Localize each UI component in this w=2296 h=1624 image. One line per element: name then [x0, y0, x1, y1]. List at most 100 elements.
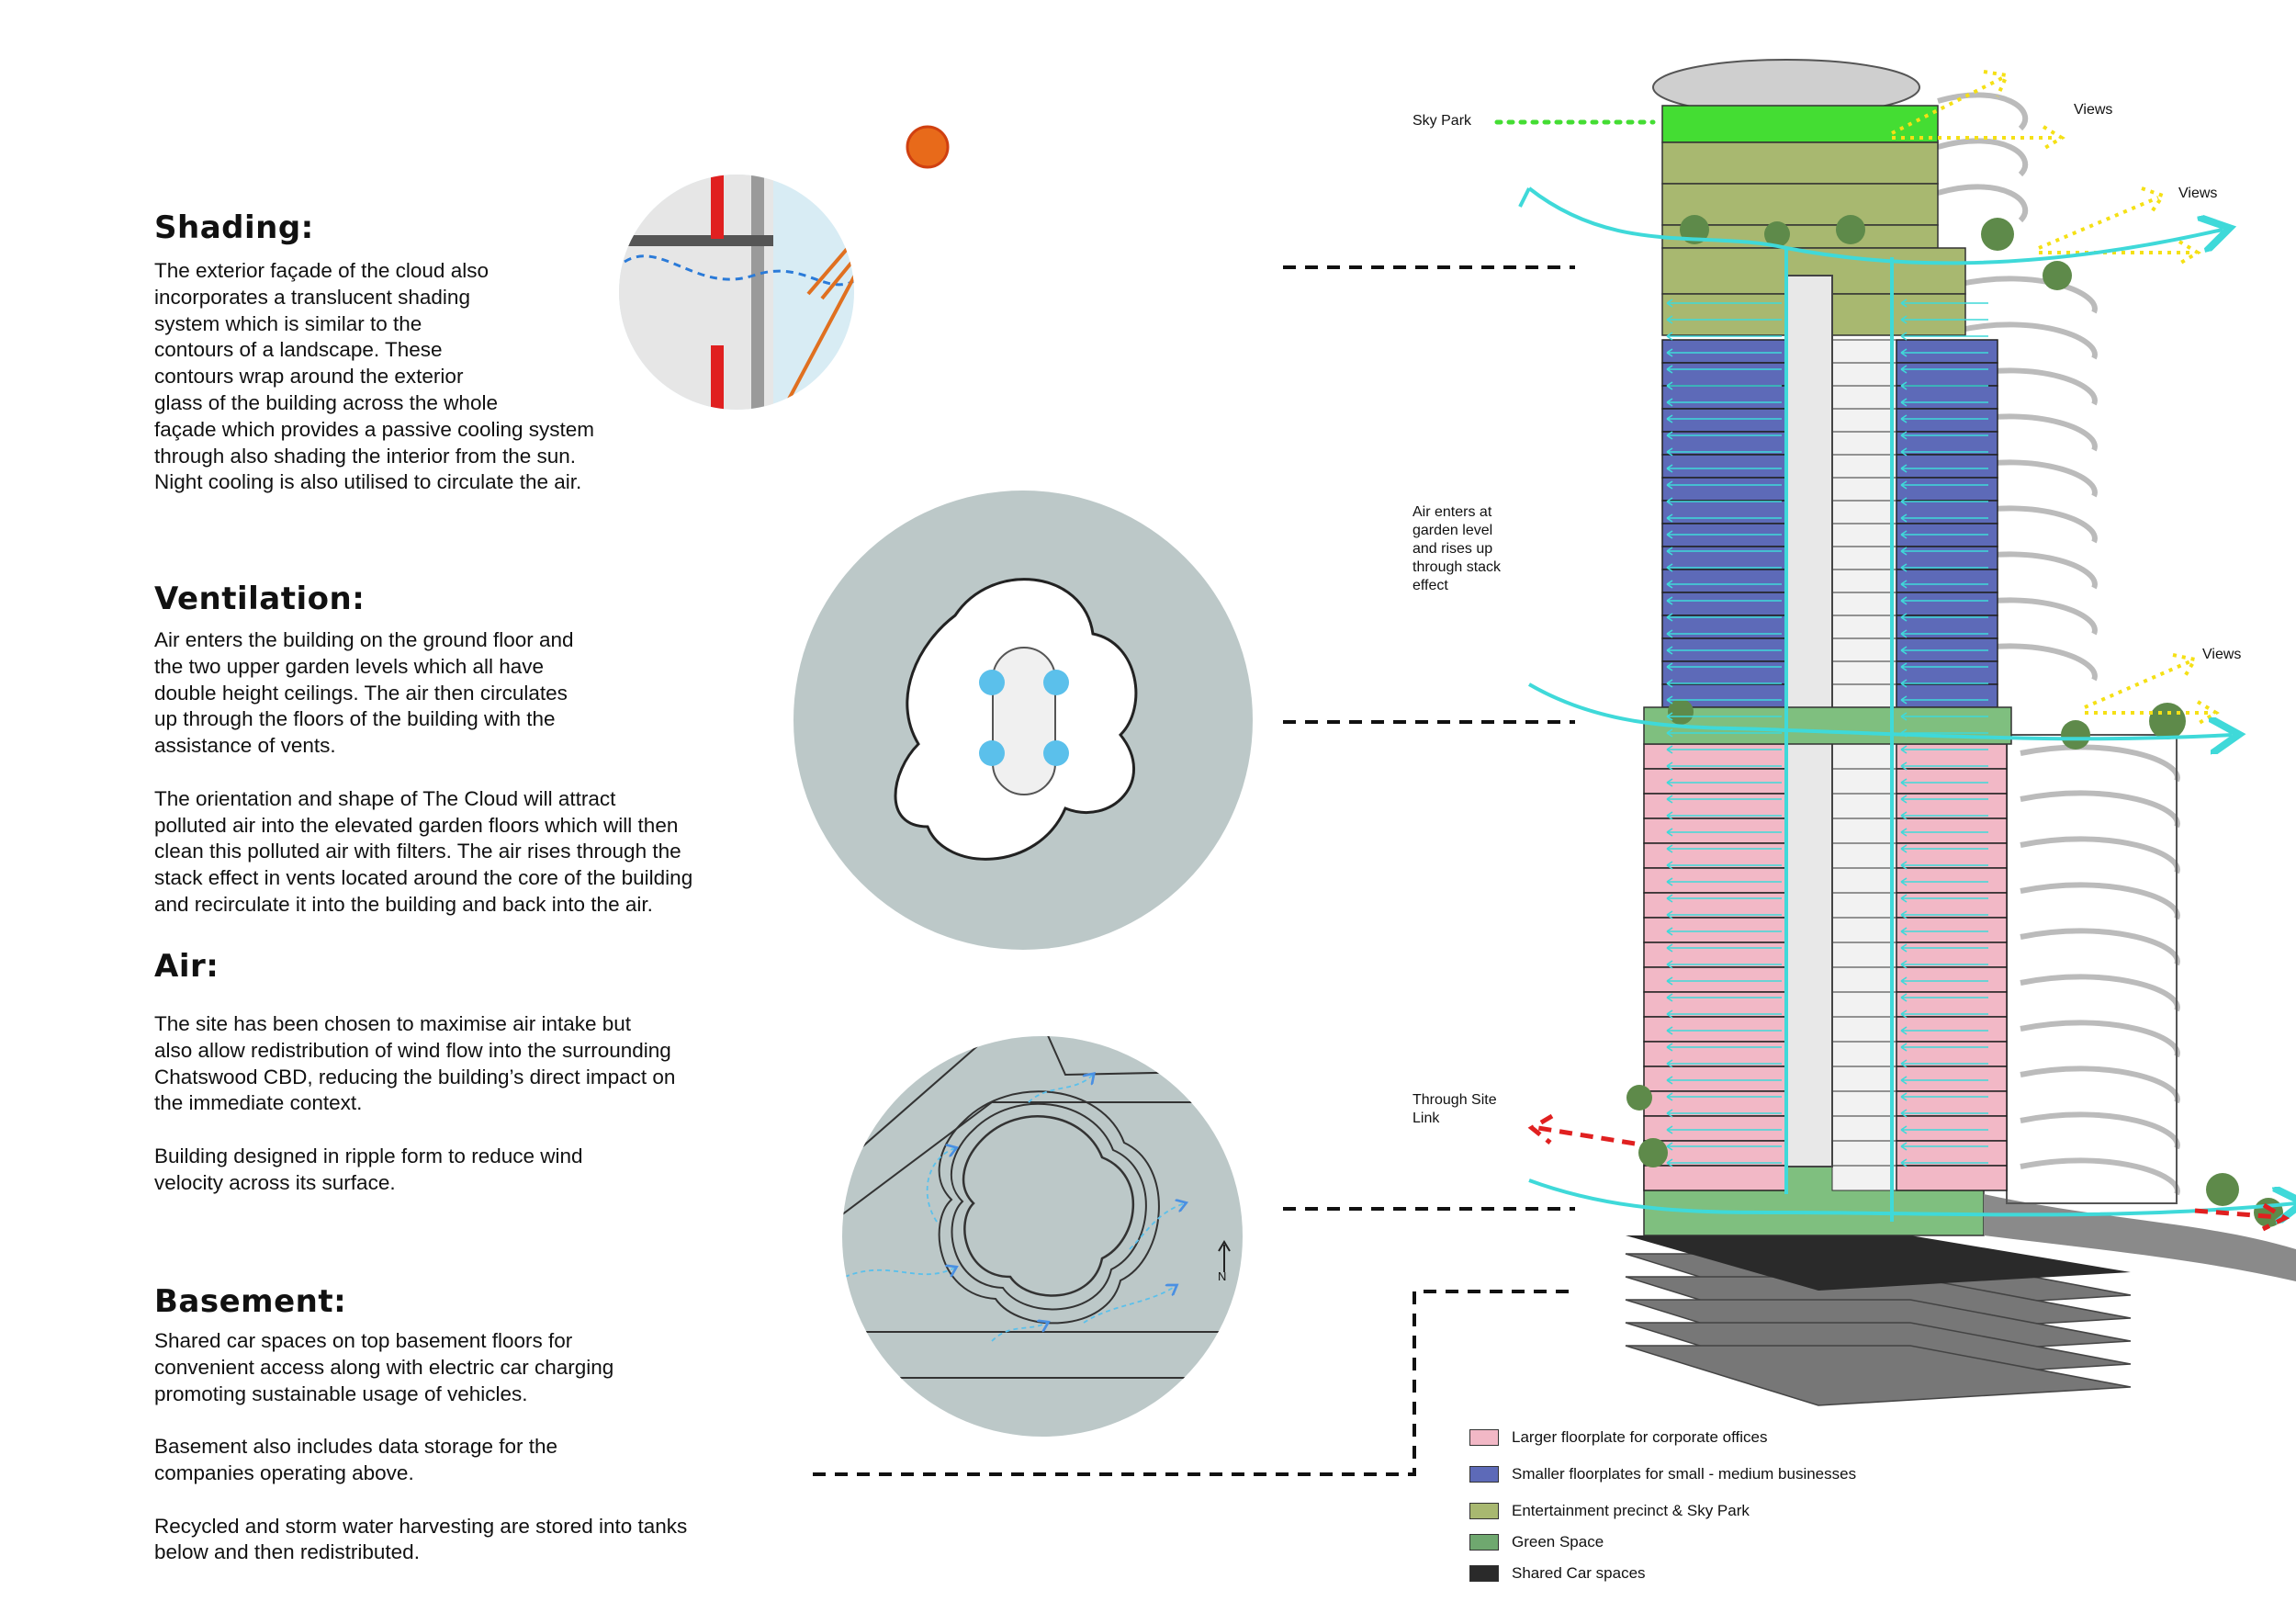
vent-arrow: [1666, 877, 1782, 886]
vent-arrow: [1900, 398, 1988, 407]
legend-label-green-space: Green Space: [1512, 1533, 1604, 1551]
vent-arrow: [1666, 348, 1782, 357]
building-section: [1625, 59, 2296, 1406]
vent-arrow: [1900, 761, 1988, 771]
vent-arrow: [1900, 315, 1988, 324]
floor-core-side: [1831, 546, 1897, 570]
floor-left: [1643, 991, 1787, 1018]
vent-arrow: [1666, 381, 1782, 390]
floor-right: [1896, 1041, 2008, 1067]
vent-arrow: [1900, 480, 1988, 490]
floor-core-side: [1831, 966, 1897, 993]
legend-swatch-green-space: [1469, 1534, 1499, 1551]
vent-arrow: [1900, 596, 1988, 605]
shading-title: Shading:: [154, 209, 314, 246]
floor-right: [1896, 546, 1998, 570]
floor-core-side: [1831, 892, 1897, 919]
views-label-top: Views: [2074, 102, 2113, 118]
floor-left: [1643, 867, 1787, 894]
floor-right: [1896, 917, 2008, 943]
vent-arrow: [1900, 447, 1988, 457]
floor-right: [1896, 793, 2008, 819]
vent-arrow: [1900, 613, 1988, 622]
floor-right: [1896, 867, 2008, 894]
vent-arrow: [1900, 795, 1988, 804]
floor-core-side: [1831, 523, 1897, 547]
vent-arrow: [1666, 811, 1782, 820]
vent-arrow: [1900, 464, 1988, 473]
air-title: Air:: [154, 948, 219, 985]
legend: Larger floorplate for corporate offices …: [1469, 1422, 1856, 1589]
vent-arrow: [1666, 861, 1782, 870]
floor-right: [1896, 569, 1998, 593]
floor-left: [1661, 385, 1787, 410]
vent-arrow: [1900, 960, 1988, 969]
vent-arrow: [1666, 547, 1782, 556]
north-arrow-icon: [1218, 1240, 1231, 1252]
vent-arrow: [1666, 761, 1782, 771]
vent-arrow: [1900, 1009, 1988, 1019]
through-site-link-arrows: [1527, 1113, 2290, 1232]
vent-arrow: [1666, 1142, 1782, 1151]
vent-arrow: [1900, 778, 1988, 787]
vent-arrow: [1666, 1043, 1782, 1052]
vent-arrow: [1666, 728, 1782, 738]
floor-right: [1896, 1090, 2008, 1117]
floor-core-side: [1831, 637, 1897, 662]
floor-left: [1661, 546, 1787, 570]
vent-arrow: [1900, 679, 1988, 688]
vent-arrow: [1666, 315, 1782, 324]
ventilation-plan-circle: [793, 491, 1253, 950]
shading-body: The exterior façade of the cloud also in…: [154, 259, 594, 494]
vent-arrow: [1666, 431, 1782, 440]
floor-right: [1896, 942, 2008, 968]
vent-arrow: [1900, 828, 1988, 837]
floor-right: [1896, 408, 1998, 433]
legend-item-green-space: Green Space: [1469, 1527, 1856, 1558]
floor-core-side: [1831, 842, 1897, 869]
vent-arrow: [1900, 414, 1988, 423]
floor-left: [1643, 743, 1787, 770]
vent-arrow: [1900, 695, 1988, 705]
views-label-lower: Views: [2202, 647, 2242, 662]
floor-left: [1643, 818, 1787, 844]
floor-left: [1643, 1090, 1787, 1117]
vent-arrow: [1666, 662, 1782, 671]
vent-arrow: [1666, 646, 1782, 655]
floor-left: [1661, 615, 1787, 639]
vent-arrow: [1666, 993, 1782, 1002]
sun-icon: [906, 125, 950, 169]
vent-arrow: [1900, 910, 1988, 919]
legend-label-entertainment: Entertainment precinct & Sky Park: [1512, 1502, 1750, 1519]
vent-arrow: [1666, 629, 1782, 638]
floor-left: [1643, 1165, 1787, 1191]
legend-item-small-business: Smaller floorplates for small - medium b…: [1469, 1459, 1856, 1490]
vent-arrow: [1900, 976, 1988, 986]
vent-arrow: [1900, 745, 1988, 754]
floor-left: [1643, 892, 1787, 919]
vent-arrow: [1666, 513, 1782, 523]
vent-arrow: [1900, 662, 1988, 671]
floor-core-side: [1831, 431, 1897, 456]
vent-arrow: [1666, 1059, 1782, 1068]
floor-right: [1896, 477, 1998, 502]
vent-arrow: [1900, 513, 1988, 523]
floor-right: [1896, 991, 2008, 1018]
vent-arrow: [1900, 1076, 1988, 1085]
legend-item-corporate: Larger floorplate for corporate offices: [1469, 1422, 1856, 1453]
vent-arrow: [1900, 365, 1988, 374]
vent-arrow: [1666, 1026, 1782, 1035]
vent-arrow: [1900, 497, 1988, 506]
floor-right: [1896, 1016, 2008, 1043]
sky-park-level: [1661, 105, 1939, 143]
floor-core-side: [1831, 683, 1897, 708]
vent-arrow: [1900, 1059, 1988, 1068]
views-arrows: [1891, 70, 2220, 726]
vent-arrow: [1666, 332, 1782, 341]
through-site-link-label: Through Site Link: [1412, 1092, 1497, 1126]
floor-left: [1661, 339, 1787, 364]
floor-right: [1896, 842, 2008, 869]
floor-left: [1661, 362, 1787, 387]
floor-right: [1896, 660, 1998, 685]
floor-right: [1896, 1140, 2008, 1167]
